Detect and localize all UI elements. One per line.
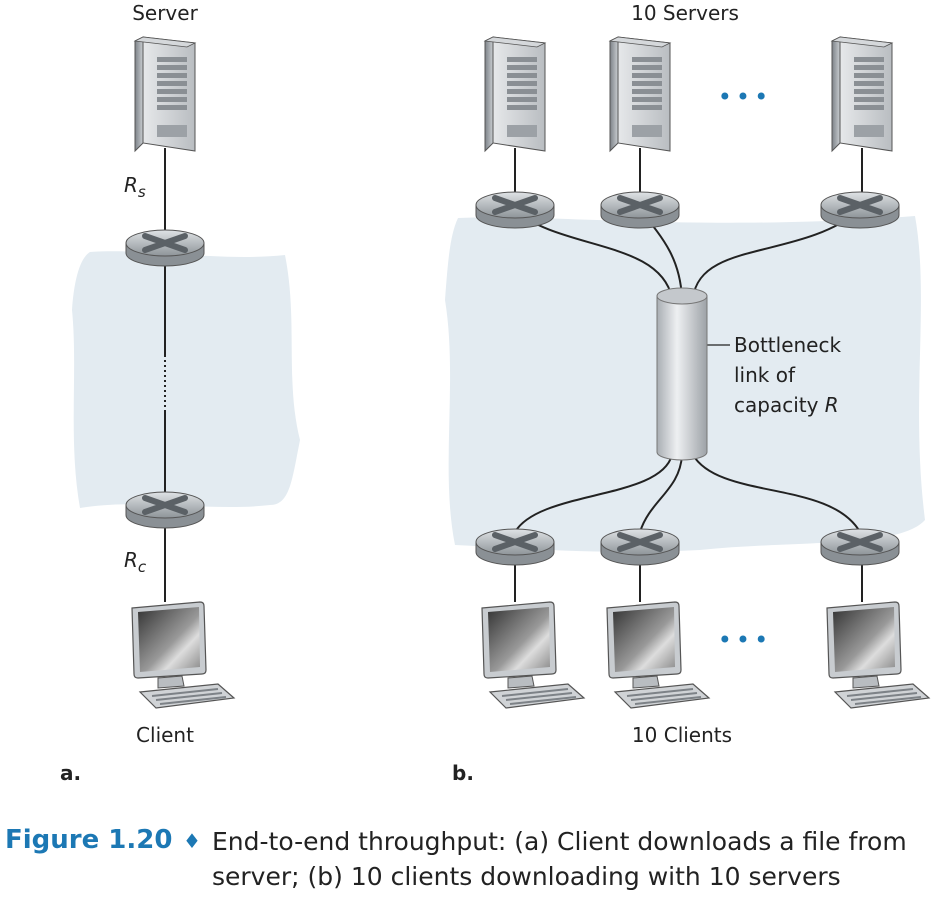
router-icon — [821, 192, 899, 228]
router-icon — [476, 192, 554, 228]
router-icon — [821, 529, 899, 565]
router-icon — [476, 529, 554, 565]
rc-label: Rc — [124, 548, 147, 576]
router-icon — [601, 529, 679, 565]
client-computer-icon — [131, 601, 235, 709]
caption-separator: ♦ — [183, 829, 201, 853]
client-label: Client — [136, 723, 194, 747]
router-icon-top — [126, 230, 204, 266]
clients-label: 10 Clients — [632, 723, 732, 747]
caption-line-1: End-to-end throughput: (a) Client downlo… — [212, 827, 907, 856]
server-icon — [831, 36, 893, 152]
panel-b-letter: b. — [452, 761, 474, 785]
caption-line-2: server; (b) 10 clients downloading with … — [212, 862, 841, 891]
bottleneck-label-3: capacity R — [734, 393, 839, 417]
ellipsis-servers: ••• — [718, 83, 772, 111]
panel-a-letter: a. — [60, 761, 81, 785]
server-icon — [609, 36, 671, 152]
servers-label: 10 Servers — [631, 1, 739, 25]
bottleneck-link-cylinder — [656, 287, 708, 461]
router-icon — [601, 192, 679, 228]
network-cloud-a — [72, 251, 300, 508]
ellipsis-clients: ••• — [718, 626, 772, 654]
bottleneck-label-2: link of — [734, 363, 796, 387]
client-computer-icon — [606, 601, 710, 709]
server-label: Server — [132, 1, 198, 25]
server-icon — [134, 36, 196, 152]
client-computer-icon — [826, 601, 930, 709]
server-icon — [484, 36, 546, 152]
figure-number: Figure 1.20 — [5, 825, 173, 855]
bottleneck-label-1: Bottleneck — [734, 333, 841, 357]
client-computer-icon — [481, 601, 585, 709]
router-icon-bottom — [126, 492, 204, 528]
rs-label: Rs — [124, 173, 146, 201]
